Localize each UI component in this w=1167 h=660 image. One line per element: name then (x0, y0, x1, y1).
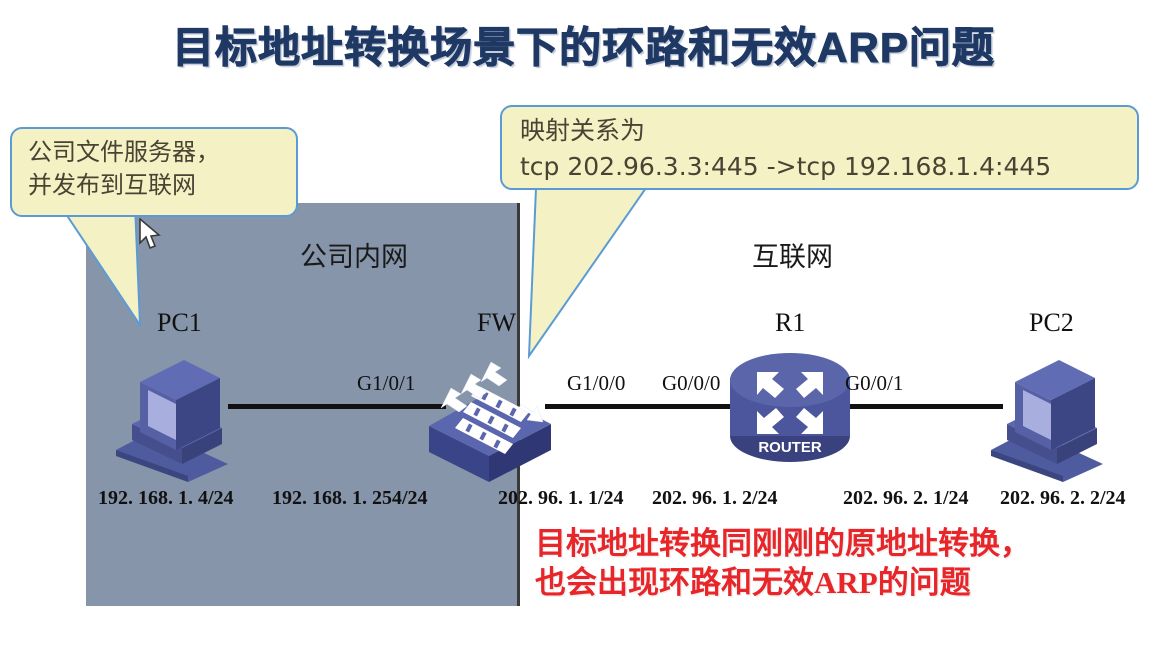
ip-label-fw-outside: 202. 96. 1. 1/24 (498, 487, 624, 509)
summary-note-line2: 也会出现环路和无效ARP的问题 (535, 565, 971, 600)
pc-icon (116, 360, 228, 482)
iface-label-r1-left: G0/0/0 (662, 371, 721, 395)
page-title: 目标地址转换场景下的环路和无效ARP问题 (172, 24, 995, 72)
callout-nat-mapping: 映射关系为 tcp 202.96.3.3:445 ->tcp 192.168.1… (500, 105, 1139, 190)
device-fw[interactable] (425, 334, 555, 487)
device-label-fw: FW (477, 308, 516, 337)
summary-note-line1: 目标地址转换同刚刚的原地址转换， (535, 526, 1031, 561)
iface-label-r1-right: G0/0/1 (845, 371, 904, 395)
device-pc1[interactable] (110, 352, 232, 487)
pc-icon (991, 360, 1103, 482)
link-fw-r1 (545, 404, 745, 409)
router-badge-text: ROUTER (758, 439, 822, 456)
ip-label-r1-right: 202. 96. 2. 1/24 (843, 487, 969, 509)
device-label-pc1: PC1 (157, 308, 202, 337)
iface-label-fw-outside: G1/0/0 (567, 371, 626, 395)
iface-label-fw-inside: G1/0/1 (357, 371, 416, 395)
callout-nat-mapping-line2: tcp 202.96.3.3:445 ->tcp 192.168.1.4:445 (520, 152, 1052, 181)
device-label-pc2: PC2 (1029, 308, 1074, 337)
zone-label-intranet: 公司内网 (300, 242, 408, 273)
device-r1[interactable]: ROUTER (727, 348, 853, 473)
link-pc1-fw (228, 404, 446, 409)
callout-file-server-line1: 公司文件服务器， (28, 138, 220, 166)
ip-label-pc2: 202. 96. 2. 2/24 (1000, 487, 1126, 509)
callout-file-server-line2: 并发布到互联网 (28, 171, 196, 199)
callout-nat-mapping-line1: 映射关系为 (520, 116, 646, 145)
summary-note: 目标地址转换同刚刚的原地址转换， 也会出现环路和无效ARP的问题 (535, 524, 1031, 602)
mouse-cursor-icon (139, 218, 161, 250)
device-pc2[interactable] (985, 352, 1107, 487)
callout-file-server: 公司文件服务器， 并发布到互联网 (10, 127, 298, 217)
ip-label-fw-inside: 192. 168. 1. 254/24 (272, 487, 428, 509)
ip-label-pc1: 192. 168. 1. 4/24 (98, 487, 234, 509)
ip-label-r1-left: 202. 96. 1. 2/24 (652, 487, 778, 509)
device-label-r1: R1 (775, 308, 806, 337)
link-r1-pc2 (828, 404, 1003, 409)
zone-label-internet: 互联网 (752, 242, 833, 273)
router-icon: ROUTER (730, 353, 850, 462)
firewall-icon (429, 361, 551, 482)
